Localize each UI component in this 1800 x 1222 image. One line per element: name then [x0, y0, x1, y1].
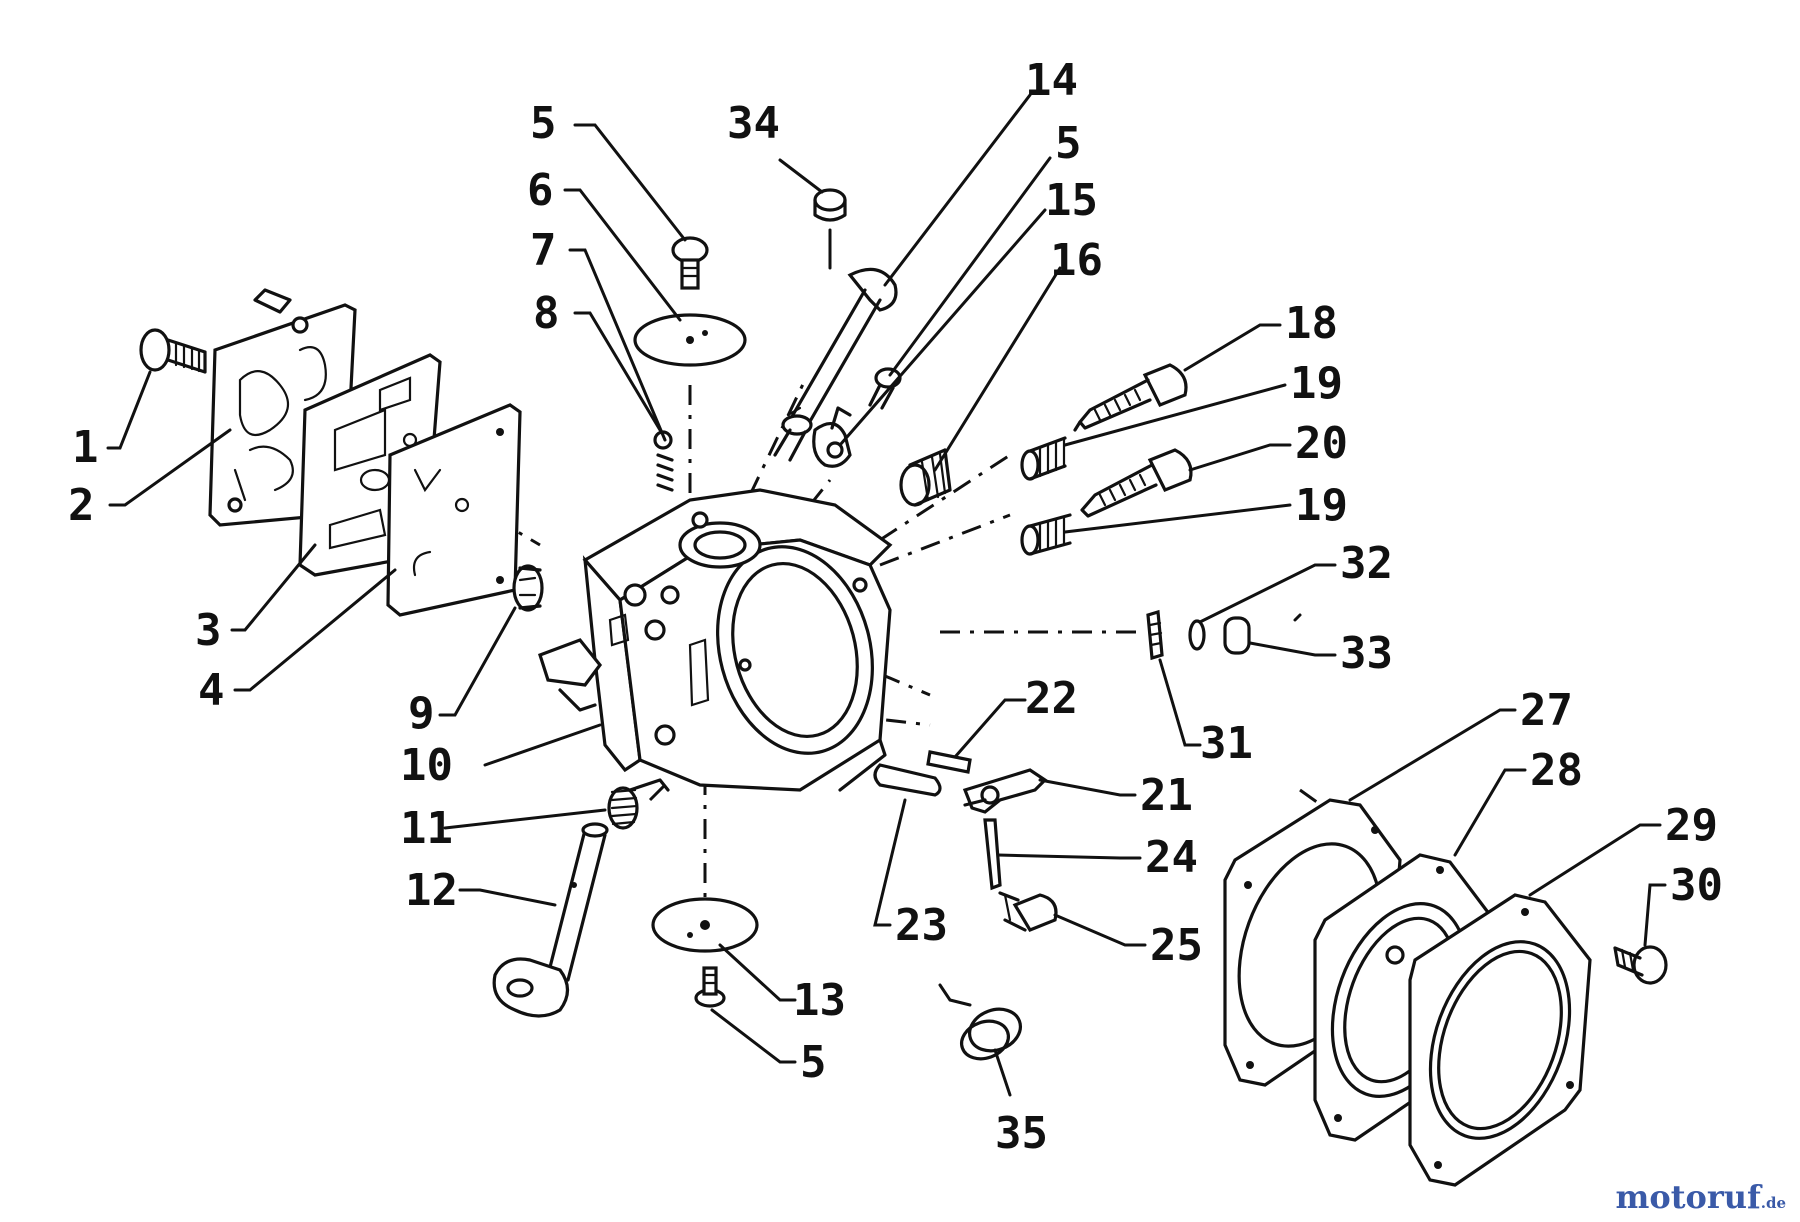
- part-33-cap: [1223, 616, 1251, 655]
- label-part-4: 4: [198, 665, 225, 716]
- label-part-3: 3: [195, 605, 222, 656]
- label-part-2: 2: [68, 480, 95, 531]
- label-part-35: 35: [995, 1108, 1048, 1159]
- part-6-throttle-plate: [633, 313, 747, 367]
- part-34-cap: [813, 188, 847, 270]
- watermark-tld: .de: [1760, 1194, 1786, 1212]
- part-25-screw: [998, 891, 1058, 932]
- label-part-21: 21: [1140, 770, 1193, 821]
- label-part-1: 1: [72, 422, 99, 473]
- part-31-needle: [1146, 609, 1164, 661]
- label-part-8: 8: [533, 288, 560, 339]
- label-part-7: 7: [530, 225, 557, 276]
- label-part-22: 22: [1025, 673, 1078, 724]
- label-part-6: 6: [527, 165, 554, 216]
- part-19-spring-upper: [1020, 436, 1067, 481]
- part-22-pin: [926, 750, 972, 774]
- label-part-15: 15: [1045, 175, 1098, 226]
- label-part-30: 30: [1670, 860, 1723, 911]
- part-24-pin: [983, 818, 1002, 891]
- label-part-5-middle: 5: [1055, 118, 1082, 169]
- label-part-16: 16: [1050, 235, 1103, 286]
- part-number-labels: 1 2 3 4 9 10 11 12 13 5 5 6 7 8 34 14 5 …: [68, 55, 1723, 1159]
- part-21-lever: [962, 768, 1048, 814]
- label-part-25: 25: [1150, 920, 1203, 971]
- part-8-spring: [653, 430, 674, 492]
- label-part-32: 32: [1340, 538, 1393, 589]
- label-part-31: 31: [1200, 718, 1253, 769]
- part-30-screw: [1613, 945, 1668, 985]
- label-part-11: 11: [400, 803, 453, 854]
- label-part-12: 12: [405, 865, 458, 916]
- part-20-needle: [1080, 448, 1193, 518]
- part-29-cover: [1408, 893, 1592, 1187]
- label-part-34: 34: [727, 98, 780, 149]
- label-part-20: 20: [1295, 418, 1348, 469]
- label-part-28: 28: [1530, 745, 1583, 796]
- part-19-spring-lower: [1020, 513, 1072, 556]
- label-part-19-lower: 19: [1295, 480, 1348, 531]
- part-32-washer: [1188, 619, 1206, 651]
- label-part-19-upper: 19: [1290, 358, 1343, 409]
- label-part-23: 23: [895, 900, 948, 951]
- part-14-throttle-shaft: [773, 267, 898, 462]
- label-part-5-top: 5: [530, 98, 557, 149]
- label-part-14: 14: [1025, 55, 1078, 106]
- watermark-brand: motoruf: [1615, 1178, 1761, 1216]
- part-23-shaft: [873, 763, 942, 797]
- part-5-screw-middle: [868, 367, 902, 410]
- part-9-nut: [512, 564, 544, 612]
- part-12-choke-shaft: [492, 822, 609, 1018]
- label-part-5-bottom: 5: [800, 1037, 827, 1088]
- part-11-spring: [607, 778, 670, 830]
- label-part-29: 29: [1665, 800, 1718, 851]
- part-5-screw-top: [671, 236, 709, 290]
- part-1-screw: [139, 328, 207, 374]
- leader-lines: [106, 93, 1667, 1097]
- label-part-10: 10: [400, 740, 453, 791]
- part-18-needle: [1073, 363, 1188, 432]
- label-part-33: 33: [1340, 628, 1393, 679]
- part-10-carburetor-body: [538, 488, 893, 792]
- label-part-27: 27: [1520, 685, 1573, 736]
- label-part-24: 24: [1145, 832, 1198, 883]
- watermark-logo: motoruf.de: [1616, 1178, 1786, 1216]
- part-13-choke-plate: [651, 897, 759, 953]
- part-16-spring: [899, 448, 952, 507]
- label-part-9: 9: [408, 688, 435, 739]
- label-part-13: 13: [793, 975, 846, 1026]
- label-part-18: 18: [1285, 298, 1338, 349]
- part-15-lever: [812, 406, 852, 468]
- part-5-screw-bottom: [694, 966, 726, 1008]
- part-35-plug: [960, 1007, 1022, 1061]
